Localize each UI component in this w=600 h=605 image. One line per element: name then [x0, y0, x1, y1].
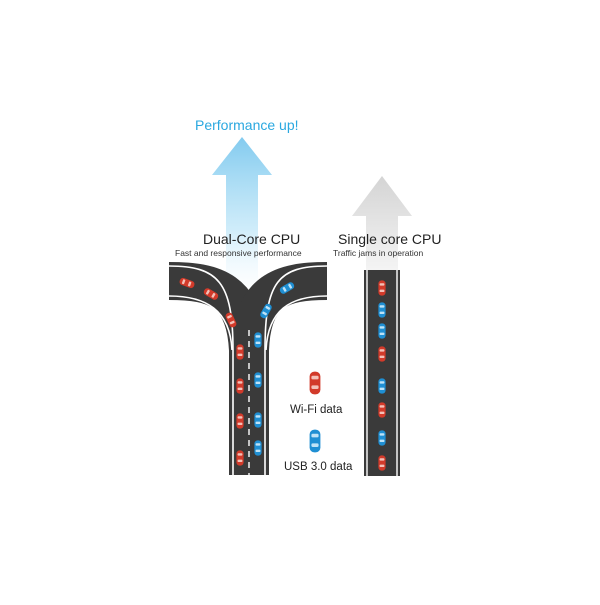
- dual-core-title: Dual-Core CPU: [203, 231, 301, 247]
- single-core-arrow: [352, 176, 412, 270]
- single-core-subtitle: Traffic jams in operation: [333, 248, 424, 258]
- red-car-icon: [309, 371, 321, 395]
- blue-car-icon: [309, 429, 321, 453]
- legend-usb-label: USB 3.0 data: [284, 461, 353, 473]
- dual-core-subtitle: Fast and responsive performance: [175, 248, 302, 258]
- dual-core-road: [168, 262, 328, 475]
- legend-wifi-label: Wi-Fi data: [290, 404, 343, 416]
- single-core-title: Single core CPU: [338, 231, 442, 247]
- performance-up-headline: Performance up!: [195, 117, 299, 133]
- dual-core-arrow: [212, 137, 272, 305]
